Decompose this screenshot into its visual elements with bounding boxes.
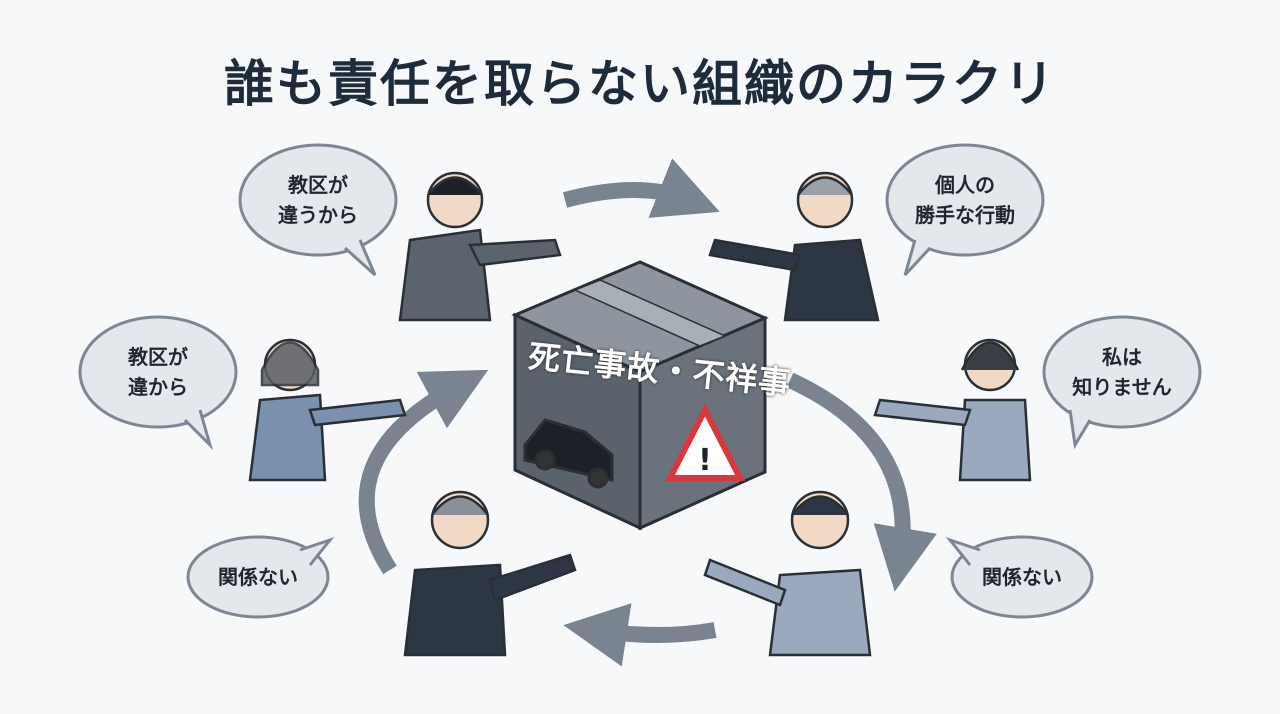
page-title: 誰も責任を取らない組織のカラクリ	[224, 55, 1056, 113]
cycle-arrow-bottom	[563, 603, 717, 667]
person-man-bottom-left	[403, 490, 577, 657]
person-man-bottom-right	[703, 490, 872, 657]
bubble-line: 知りません	[1072, 375, 1172, 399]
speech-bubble-6	[945, 535, 1094, 619]
speech-bubble-1	[238, 143, 398, 277]
bubble-line: 違から	[128, 375, 188, 399]
speech-bubble-2	[885, 143, 1045, 277]
bubble-text-3: 教区が違から	[128, 342, 188, 402]
bubble-text-4: 私は知りません	[1072, 342, 1171, 402]
cycle-arrow-top	[562, 158, 720, 218]
person-woman-left	[248, 338, 407, 482]
person-priest-top-left	[398, 171, 562, 322]
warning-icon: !	[665, 403, 745, 481]
person-woman-right	[873, 338, 1032, 482]
bubble-line: 違うから	[278, 203, 358, 227]
cardboard-box: !	[511, 260, 769, 531]
bubble-line: 私は	[1102, 345, 1142, 369]
speech-bubble-5	[186, 535, 335, 619]
bubble-line: 教区が	[288, 173, 348, 197]
speech-bubble-3	[78, 315, 238, 451]
bubble-line: 関係ない	[982, 565, 1062, 589]
bubble-text-1: 教区が違うから	[278, 170, 358, 230]
bubble-line: 関係ない	[218, 565, 298, 589]
svg-text:!: !	[698, 443, 712, 478]
bubble-text-6: 関係ない	[982, 562, 1062, 592]
person-bishop-top-right	[708, 171, 880, 322]
bubble-text-5: 関係ない	[218, 562, 298, 592]
speech-bubble-4	[1042, 315, 1202, 450]
bubble-line: 個人の	[935, 173, 995, 197]
car-icon	[523, 418, 614, 489]
cycle-arrow-left	[358, 369, 489, 575]
bubble-line: 勝手な行動	[915, 203, 1015, 227]
bubble-line: 教区が	[128, 345, 188, 369]
bubble-text-2: 個人の勝手な行動	[915, 170, 1015, 230]
cycle-arrow-right	[786, 372, 937, 592]
